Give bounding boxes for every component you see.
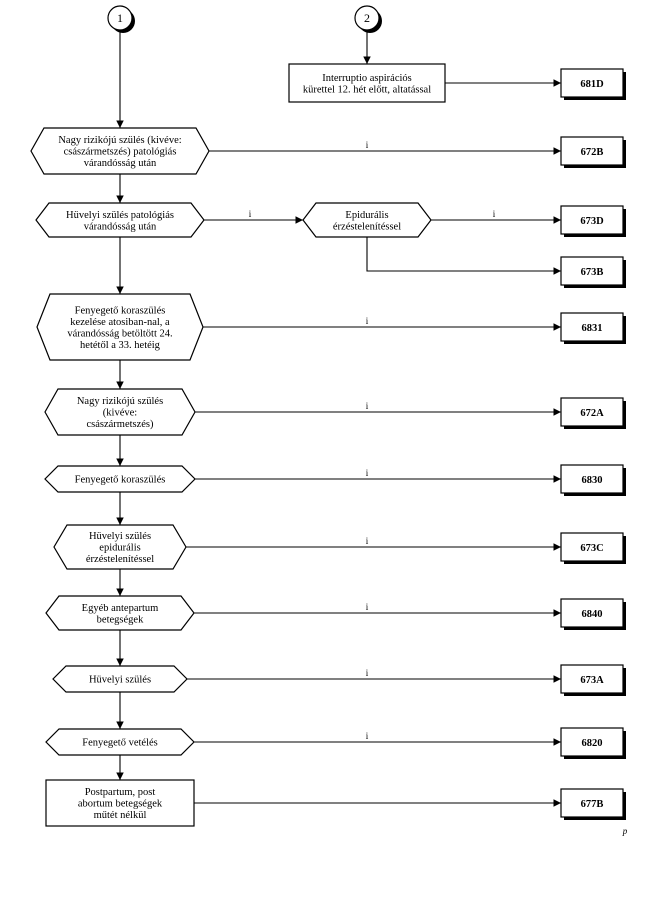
drg-code-label: 6830 — [582, 475, 603, 486]
drg-code-box: 6831 — [560, 312, 626, 344]
to-code-edge — [366, 237, 561, 275]
node-label: Fenyegető koraszülés — [75, 475, 166, 486]
drg-code-box: 673B — [560, 256, 626, 288]
node-label: Nagy rizikójú szülés (kivéve: — [58, 135, 181, 146]
flow-edges: i i i i i i i i i i — [116, 30, 561, 807]
node-label: (kivéve: — [103, 408, 137, 419]
node-label: Egyéb antepartum — [82, 603, 159, 614]
drg-code-box: 673D — [560, 205, 626, 237]
drg-code-label: 672A — [580, 408, 604, 419]
node-label: várandósság után — [84, 221, 157, 232]
drg-code-box: 681D — [560, 68, 626, 100]
drg-code-label: 6840 — [582, 609, 603, 620]
drg-code-box: 673C — [560, 532, 626, 564]
node-label: kürettel 12. hét előtt, altatással — [303, 84, 431, 95]
drg-code-box: 672B — [560, 136, 626, 168]
branch-label: i — [366, 316, 369, 326]
drg-code-box: 677B — [560, 788, 626, 820]
node-label: Hüvelyi szülés — [89, 531, 151, 542]
node-label: Nagy rizikójú szülés — [77, 396, 163, 407]
drg-code-label: 673A — [580, 675, 604, 686]
decision-hexagon: Hüvelyi szülésepidurálisérzéstelenítésse… — [53, 524, 187, 570]
connector-circle — [107, 5, 133, 31]
node-label: Fenyegető vetélés — [82, 738, 158, 749]
decision-hexagon: Nagy rizikójú szülés (kivéve:császármets… — [30, 127, 210, 175]
node-label: Epidurális — [345, 210, 388, 221]
branch-label: i — [249, 209, 252, 219]
drg-code-box: 673A — [560, 664, 626, 696]
connector-label: 1 — [117, 11, 123, 25]
drg-code-label: 6831 — [582, 323, 603, 334]
node-label: kezelése atosiban-nal, a — [70, 317, 170, 328]
node-label: betegségek — [97, 614, 144, 625]
node-label: érzéstelenítéssel — [86, 554, 154, 565]
drg-code-label: 681D — [580, 79, 604, 90]
branch-label: i — [366, 140, 369, 150]
drg-code-box: 6830 — [560, 464, 626, 496]
branch-label: i — [366, 602, 369, 612]
node-label: császármetszés) — [86, 419, 154, 430]
drg-code-box: 6840 — [560, 598, 626, 630]
decision-hexagon: Fenyegető vetélés — [45, 728, 195, 756]
drg-code-label: 673C — [580, 543, 603, 554]
branch-label: i — [366, 731, 369, 741]
node-label: várandósság betöltött 24. — [67, 328, 172, 339]
node-label: abortum betegségek — [78, 799, 163, 810]
node-label: műtét nélkül — [94, 810, 147, 821]
footnote-mark: p — [622, 826, 628, 836]
branch-label: i — [366, 468, 369, 478]
drg-code-box: 672A — [560, 397, 626, 429]
connector-label: 2 — [364, 11, 370, 25]
node-label: császármetszés) patológiás — [64, 147, 177, 158]
decision-hexagon: Nagy rizikójú szülés(kivéve:császármetsz… — [44, 388, 196, 436]
branch-label: i — [366, 401, 369, 411]
node-label: Hüvelyi szülés — [89, 675, 151, 686]
drg-code-label: 6820 — [582, 738, 603, 749]
branch-label: i — [493, 209, 496, 219]
node-label: Hüvelyi szülés patológiás — [66, 210, 174, 221]
node-label: várandósság után — [84, 158, 157, 169]
branch-label: i — [366, 668, 369, 678]
node-label: Fenyegető koraszülés — [75, 305, 166, 316]
node-label: epidurális — [99, 543, 140, 554]
branch-label: i — [366, 536, 369, 546]
decision-hexagon: Fenyegető koraszülés — [44, 465, 196, 493]
drg-code-label: 677B — [581, 799, 604, 810]
node-label: hetétől a 33. hetéig — [80, 340, 161, 351]
node-label: Postpartum, post — [85, 787, 156, 798]
drg-code-label: 672B — [581, 147, 604, 158]
drg-code-label: 673D — [580, 216, 604, 227]
connector-circle — [354, 5, 380, 31]
node-label: Interruptio aspirációs — [322, 73, 412, 84]
node-label: érzéstelenítéssel — [333, 221, 401, 232]
drg-code-label: 673B — [581, 267, 604, 278]
drg-code-box: 6820 — [560, 727, 626, 759]
decision-hexagon: Hüvelyi szülés — [52, 665, 188, 693]
